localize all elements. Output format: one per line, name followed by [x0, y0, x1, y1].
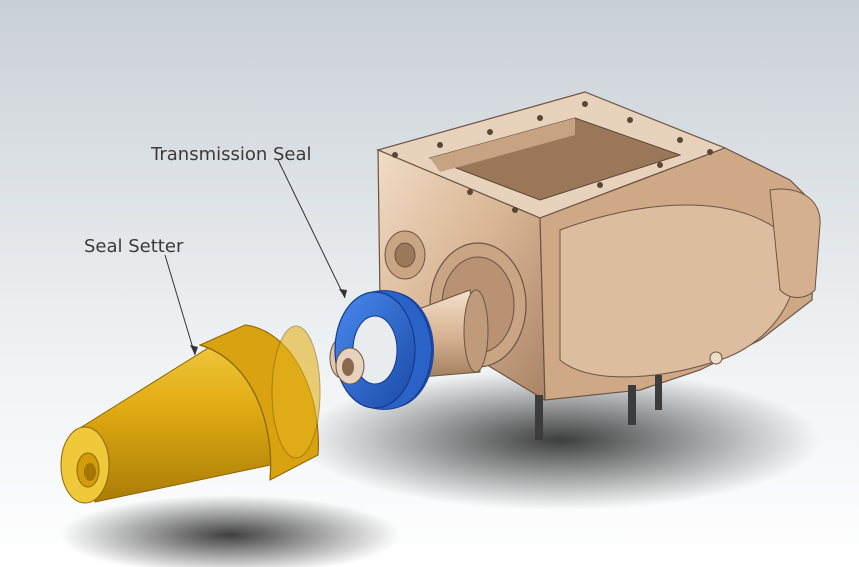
transmission-seal	[334, 290, 434, 410]
transmission-seal-leader	[277, 159, 346, 299]
setter-shadow	[60, 495, 400, 567]
seal-setter	[60, 324, 321, 504]
seal-setter-leader	[164, 254, 196, 356]
transmission-seal-arrowhead	[339, 289, 347, 298]
housing-shadow	[300, 370, 820, 510]
transmission-seal-label: Transmission Seal	[150, 144, 312, 165]
seal-setter-label: Seal Setter	[84, 236, 184, 257]
seal-setter-arrowhead	[190, 345, 198, 355]
